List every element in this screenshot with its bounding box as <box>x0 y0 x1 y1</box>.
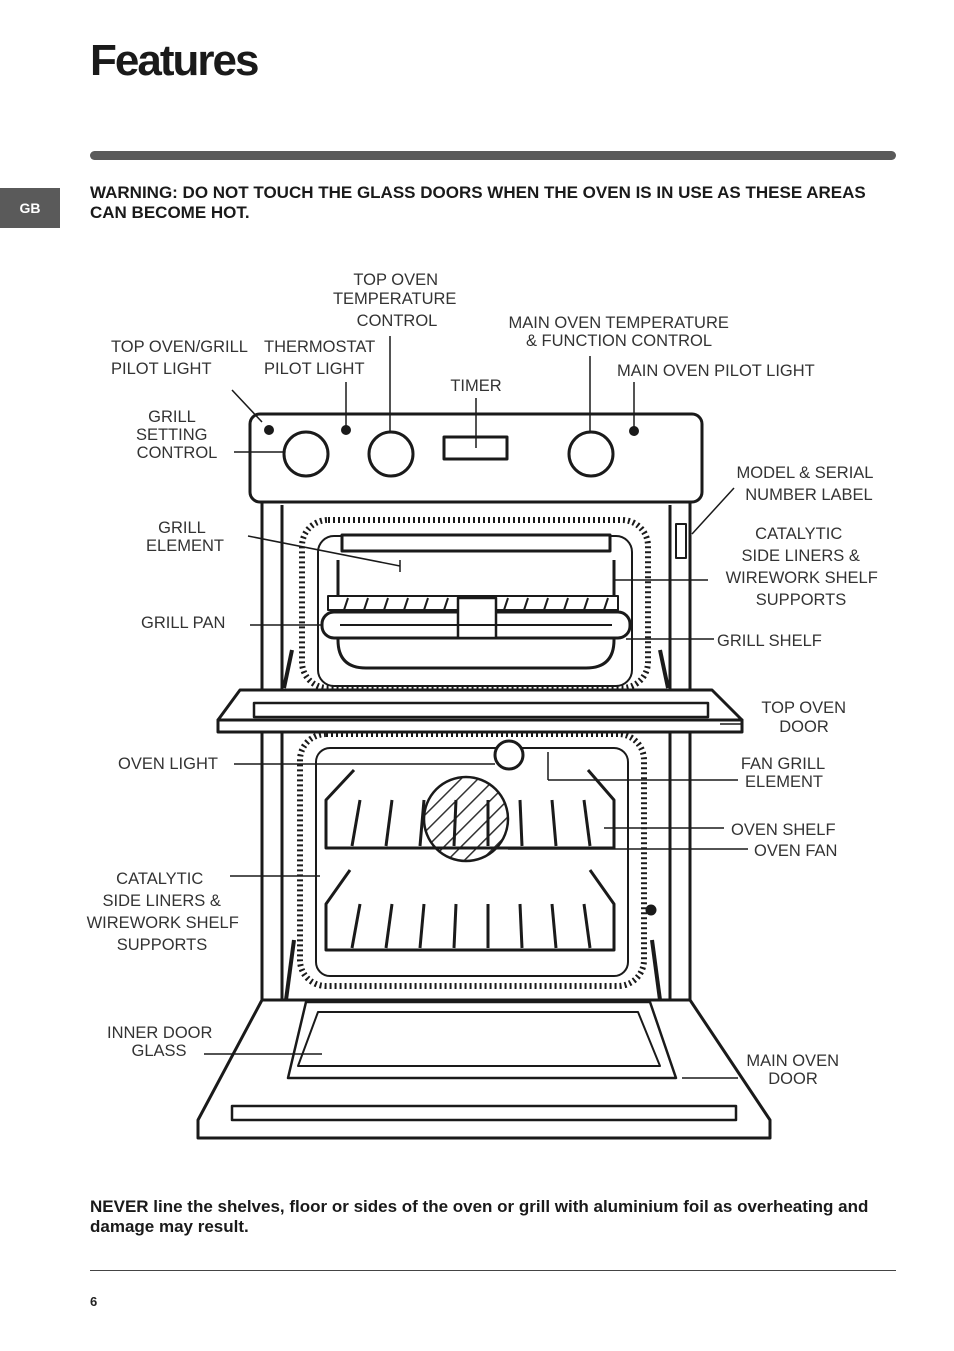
title-rule <box>90 151 896 160</box>
inner-door-glass <box>286 1000 678 1080</box>
main-oven-door <box>196 998 772 1140</box>
language-tab: GB <box>0 188 60 228</box>
label-oven-fan: OVEN FAN <box>754 842 837 860</box>
label-top-oven-grill-pilot-light: TOP OVEN/GRILL PILOT LIGHT <box>111 338 252 378</box>
label-oven-light: OVEN LIGHT <box>118 755 218 773</box>
label-fan-grill-element: FAN GRILL ELEMENT <box>741 755 829 791</box>
main-oven-temp-knob <box>567 430 615 478</box>
oven-shelf-lower <box>324 869 616 952</box>
main-oven-liner <box>297 731 647 989</box>
label-thermostat-pilot-light: THERMOSTAT PILOT LIGHT <box>264 338 380 378</box>
label-top-oven-temperature-control: TOP OVEN TEMPERATURE CONTROL <box>333 271 461 330</box>
oven-drawing <box>196 412 772 1140</box>
grill-pan-handle <box>456 596 498 640</box>
warning-text: WARNING: DO NOT TOUCH THE GLASS DOORS WH… <box>90 183 866 222</box>
label-timer: TIMER <box>450 377 501 395</box>
top-oven-liner <box>299 517 651 691</box>
top-oven-door <box>216 688 744 722</box>
label-main-oven-temperature-control: MAIN OVEN TEMPERATURE & FUNCTION CONTROL <box>509 314 734 350</box>
grill-element <box>340 533 612 553</box>
label-catalytic-main: CATALYTIC SIDE LINERS & WIREWORK SHELF S… <box>87 870 244 954</box>
label-grill-shelf: GRILL SHELF <box>717 632 822 650</box>
label-main-oven-door: MAIN OVEN DOOR <box>746 1052 843 1088</box>
label-grill-element: GRILL ELEMENT <box>146 519 224 555</box>
label-grill-pan: GRILL PAN <box>141 614 225 632</box>
top-grill-pilot-light <box>264 425 274 435</box>
leader-lines <box>204 336 748 1079</box>
model-serial-label <box>675 523 687 559</box>
oven-light <box>493 739 525 771</box>
label-oven-shelf: OVEN SHELF <box>731 821 836 839</box>
oven-shelf-upper <box>324 768 616 850</box>
footer-rule <box>90 1270 896 1271</box>
label-grill-setting-control: GRILL SETTING CONTROL <box>136 408 217 462</box>
page-number: 6 <box>90 1294 98 1309</box>
label-inner-door-glass: INNER DOOR GLASS <box>107 1024 217 1060</box>
label-model-serial-number: MODEL & SERIAL NUMBER LABEL <box>737 464 878 504</box>
main-pilot-light <box>629 426 639 436</box>
page-title: Features <box>90 36 259 85</box>
foil-warning-text: NEVER line the shelves, floor or sides o… <box>90 1197 869 1236</box>
label-main-oven-pilot-light: MAIN OVEN PILOT LIGHT <box>617 362 815 380</box>
top-oven-temp-knob <box>367 430 415 478</box>
grill-setting-knob <box>282 430 330 478</box>
label-catalytic-top: CATALYTIC SIDE LINERS & WIREWORK SHELF S… <box>726 525 883 609</box>
label-top-oven-door: TOP OVEN DOOR <box>761 699 850 736</box>
